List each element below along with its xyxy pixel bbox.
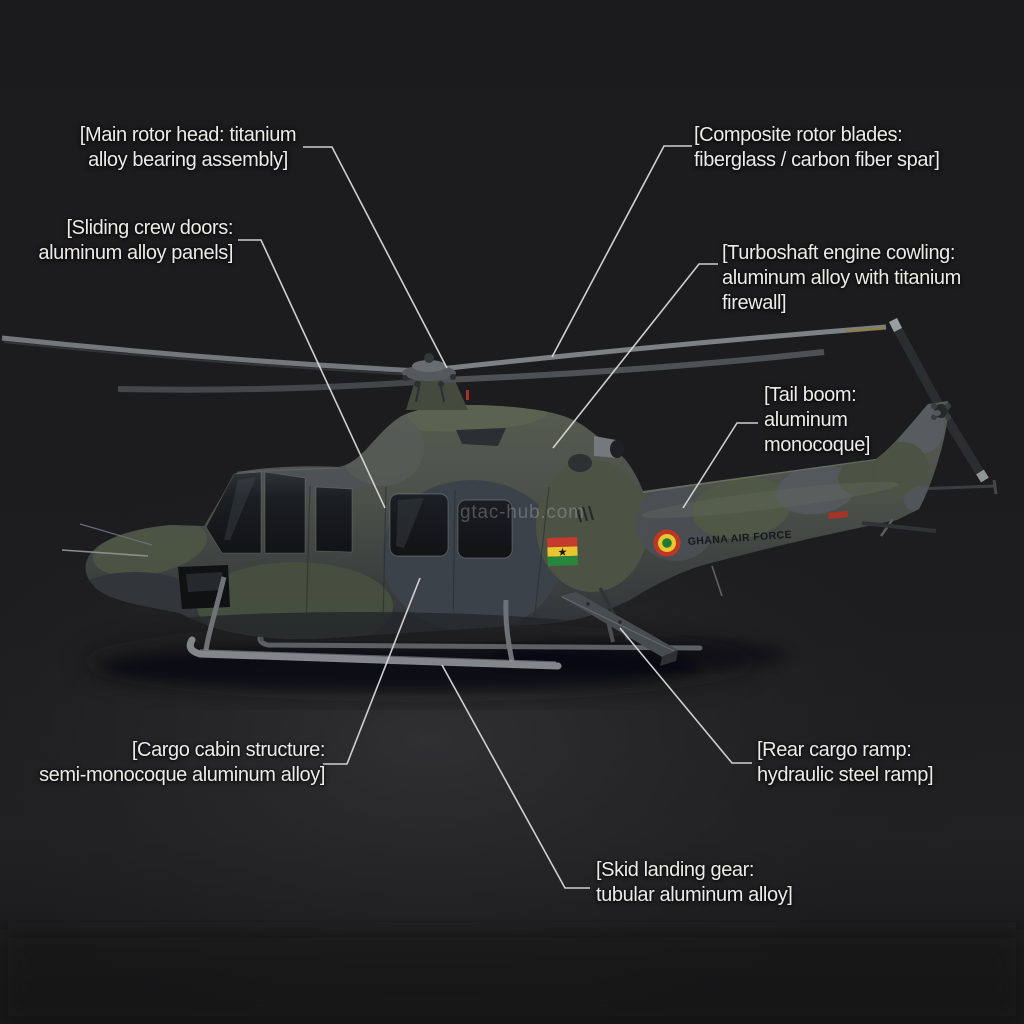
- roof-beacon: [466, 390, 469, 400]
- cabin-windows: [205, 471, 513, 559]
- boom-antenna: [711, 565, 723, 597]
- label-tail-boom-line3: monocoque]: [764, 434, 871, 456]
- leader-rear-cargo-ramp: [619, 627, 752, 764]
- horizontal-stabilizer-near: [861, 521, 937, 533]
- tail-rotor-blade-lower-tip: [976, 469, 989, 483]
- cabin-window: [457, 499, 513, 559]
- label-main-rotor-head-line2: alloy bearing assembly]: [88, 149, 288, 171]
- flag-star-icon: ★: [557, 546, 567, 558]
- rotor-pylon: [406, 374, 468, 410]
- label-composite-rotor-blades-line2: fiberglass / carbon fiber spar]: [694, 149, 940, 171]
- label-skid-landing-gear: [Skid landing gear: tubular aluminum all…: [596, 858, 793, 908]
- near-skid-tube: [186, 636, 562, 670]
- leader-skid-landing-gear: [441, 664, 590, 889]
- roundel-center: [662, 538, 672, 548]
- label-cargo-cabin-structure: [Cargo cabin structure: semi-monocoque a…: [38, 738, 325, 788]
- label-rear-cargo-ramp-line2: hydraulic steel ramp]: [757, 764, 934, 786]
- label-main-rotor-head: [Main rotor head: titanium alloy bearing…: [72, 123, 304, 173]
- engine-intake-scoop: [456, 428, 506, 446]
- pitot-tube: [61, 549, 149, 557]
- label-sliding-crew-doors-line2: aluminum alloy panels]: [38, 242, 233, 264]
- label-turboshaft-line1: [Turboshaft engine cowling:: [722, 242, 956, 264]
- label-composite-rotor-blades-line1: [Composite rotor blades:: [694, 124, 903, 146]
- label-turboshaft-line3: firewall]: [722, 292, 787, 314]
- windshield-front-pane: [205, 471, 262, 554]
- rotor-blade-left-near: [117, 379, 419, 393]
- exhaust-cone: [594, 436, 616, 458]
- skid-highlight: [199, 649, 557, 663]
- skid-landing-gear: [186, 576, 562, 670]
- flag-red-stripe: [547, 536, 578, 548]
- ghana-flag: ★: [547, 536, 578, 567]
- label-main-rotor-head-line1: [Main rotor head: titanium: [79, 124, 297, 146]
- leader-turboshaft-engine-cowling: [552, 263, 718, 449]
- rotor-blade-left-far: [1, 335, 421, 374]
- flag-green-stripe: [547, 555, 578, 567]
- tail-rotor-hub: [931, 403, 951, 420]
- label-rear-cargo-ramp-line1: [Rear cargo ramp:: [757, 739, 912, 761]
- ramp-highlight: [561, 596, 675, 652]
- flag-gold-stripe: [547, 546, 578, 557]
- windshield-reflection: [224, 477, 256, 540]
- exhaust-opening: [610, 440, 624, 458]
- nose-antenna: [79, 523, 153, 546]
- label-turboshaft-engine-cowling: [Turboshaft engine cowling: aluminum all…: [722, 241, 961, 316]
- tail-rotor: [888, 317, 989, 483]
- leader-tail-boom: [682, 422, 758, 509]
- cooling-vents: [576, 505, 594, 523]
- main-rotor: [1, 324, 887, 410]
- front-cross-tube: [203, 576, 227, 651]
- leader-cargo-cabin: [323, 577, 421, 765]
- watermark-text: gtac-hub.com: [460, 502, 585, 523]
- ghana-roundel: [653, 529, 681, 557]
- tail-placard: [827, 510, 849, 520]
- leader-sliding-crew-doors: [238, 239, 386, 509]
- label-skid-landing-gear-line1: [Skid landing gear:: [596, 859, 755, 881]
- nose-equipment-detail: [186, 572, 223, 592]
- ramp-edge: [660, 650, 678, 666]
- label-tail-boom-line1: [Tail boom:: [764, 384, 857, 406]
- label-sliding-crew-doors-line1: [Sliding crew doors:: [66, 217, 233, 239]
- windshield-rear-pane: [264, 471, 306, 554]
- leader-composite-rotor-blades: [551, 145, 692, 358]
- label-skid-landing-gear-line2: tubular aluminum alloy]: [596, 884, 793, 906]
- label-tail-boom-line2: aluminum: [764, 409, 848, 431]
- rotor-blade-yellow-tip: [845, 326, 885, 333]
- rotor-blade-right-near: [441, 349, 825, 383]
- panel-lines: [236, 467, 550, 631]
- engine-side-vent: [568, 454, 592, 472]
- label-rear-cargo-ramp: [Rear cargo ramp: hydraulic steel ramp]: [757, 738, 934, 788]
- leader-lines: [238, 145, 758, 889]
- label-composite-rotor-blades: [Composite rotor blades: fiberglass / ca…: [694, 123, 940, 173]
- bottom-vignette: [0, 930, 1024, 1024]
- label-cargo-cabin-line1: [Cargo cabin structure:: [131, 739, 326, 761]
- leader-main-rotor-head: [303, 146, 448, 369]
- rotor-hub: [402, 353, 456, 403]
- label-tail-boom: [Tail boom: aluminum monocoque]: [764, 383, 870, 458]
- rotor-blade-right-far: [439, 324, 887, 372]
- rear-cross-tube: [503, 599, 515, 662]
- label-turboshaft-line2: aluminum alloy with titanium: [722, 267, 961, 289]
- tail-rotor-blade-upper-tip: [888, 317, 903, 333]
- sliding-door-window: [389, 493, 449, 557]
- tail-rotor-blade-upper: [891, 321, 945, 412]
- rear-cargo-ramp: [560, 587, 678, 666]
- label-sliding-crew-doors: [Sliding crew doors: aluminum alloy pane…: [30, 216, 233, 266]
- door-window-reflection: [396, 498, 424, 548]
- tail-rotor-blade-lower: [940, 411, 988, 482]
- label-cargo-cabin-line2: semi-monocoque aluminum alloy]: [39, 764, 325, 786]
- pilot-door-window: [315, 486, 353, 553]
